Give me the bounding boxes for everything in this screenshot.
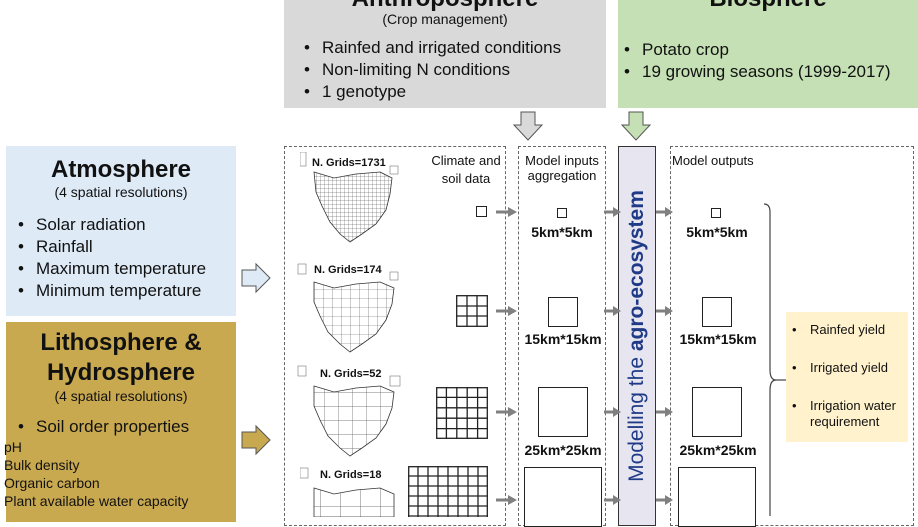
output-resolution-label: 5km*5km xyxy=(686,224,748,240)
anthroposphere-item: 1 genotype xyxy=(302,81,606,103)
grid-icon-3x3 xyxy=(456,295,488,327)
biosphere-title: Biosphere xyxy=(618,0,918,12)
grid-icon-5x5 xyxy=(436,387,488,439)
tasmania-map-174 xyxy=(297,263,399,353)
biosphere-item: 19 growing seasons (1999-2017) xyxy=(622,61,918,83)
inputs-header: Model inputs aggregation xyxy=(525,153,599,183)
arrow-right-icon xyxy=(604,207,621,217)
arrow-right-icon xyxy=(656,306,673,316)
atmosphere-item: Solar radiation xyxy=(16,214,236,236)
arrow-right-icon xyxy=(496,207,517,217)
atmosphere-list: Solar radiation Rainfall Maximum tempera… xyxy=(16,214,236,302)
lithosphere-title-line1: Lithosphere & xyxy=(40,329,202,356)
atmosphere-item: Rainfall xyxy=(16,236,236,258)
input-resolution-label: 5km*5km xyxy=(531,224,593,240)
input-square-5km xyxy=(557,208,567,218)
outputs-list: Rainfed yield Irrigated yield Irrigation… xyxy=(790,322,908,430)
anthroposphere-list: Rainfed and irrigated conditions Non-lim… xyxy=(302,37,606,103)
soil-property: Organic carbon xyxy=(4,475,100,491)
soil-properties: pH Bulk density Organic carbon Plant ava… xyxy=(4,438,236,510)
outputs-list-box: Rainfed yield Irrigated yield Irrigation… xyxy=(786,312,908,442)
lithosphere-item: Soil order properties xyxy=(16,416,236,438)
modelling-label: Modelling the agro-ecosystem xyxy=(625,190,649,482)
arrow-right-icon xyxy=(496,407,517,417)
anthroposphere-title: Anthroposphere xyxy=(284,0,606,12)
input-square-15km xyxy=(548,297,578,327)
tasmania-map-18 xyxy=(300,467,395,517)
soil-property: pH xyxy=(4,439,22,455)
output-square-25km xyxy=(692,387,742,437)
biosphere-list: Potato crop 19 growing seasons (1999-201… xyxy=(622,39,918,83)
anthroposphere-box: Anthroposphere (Crop management) Rainfed… xyxy=(284,0,606,108)
atmosphere-arrow-icon xyxy=(241,262,271,294)
modelling-label-prefix: Modelling the xyxy=(625,351,648,482)
atmosphere-item: Maximum temperature xyxy=(16,258,236,280)
arrow-right-icon xyxy=(604,306,621,316)
outputs-header: Model outputs xyxy=(672,153,754,168)
grid-label: N. Grids=18 xyxy=(320,469,382,481)
grid-label: N. Grids=174 xyxy=(314,264,382,276)
grid-label: N. Grids=1731 xyxy=(312,157,386,169)
lithosphere-arrow-icon xyxy=(241,424,271,456)
arrow-right-icon xyxy=(604,495,621,505)
output-resolution-label: 15km*15km xyxy=(679,331,757,347)
biosphere-item: Potato crop xyxy=(622,39,918,61)
lithosphere-list: Soil order properties xyxy=(16,416,236,438)
output-resolution-label: 25km*25km xyxy=(679,442,757,458)
arrow-right-icon xyxy=(656,407,673,417)
output-square-40km xyxy=(678,467,756,527)
input-square-40km xyxy=(524,467,602,527)
lithosphere-box: Lithosphere & Hydrosphere (4 spatial res… xyxy=(4,322,236,522)
biosphere-down-arrow-icon xyxy=(620,111,652,141)
anthroposphere-item: Rainfed and irrigated conditions xyxy=(302,37,606,59)
atmosphere-title: Atmosphere xyxy=(50,156,192,183)
anthroposphere-subtitle: (Crop management) xyxy=(382,11,508,27)
soil-property: Plant available water capacity xyxy=(4,493,189,509)
lithosphere-title-line2: Hydrosphere xyxy=(46,359,196,386)
lithosphere-subtitle: (4 spatial resolutions) xyxy=(54,388,188,404)
arrow-right-icon xyxy=(656,207,673,217)
atmosphere-subtitle: (4 spatial resolutions) xyxy=(54,184,188,200)
grid-icon-1x1 xyxy=(476,206,487,217)
modelling-bar: Modelling the agro-ecosystem xyxy=(618,146,656,526)
input-square-25km xyxy=(538,387,588,437)
tasmania-map-52 xyxy=(297,365,401,457)
output-item: Irrigated yield xyxy=(790,360,908,376)
output-item: Irrigation water requirement xyxy=(790,398,908,430)
output-item: Rainfed yield xyxy=(790,322,908,338)
tasmania-map-1731 xyxy=(300,152,399,243)
input-resolution-label: 25km*25km xyxy=(524,442,602,458)
atmosphere-box: Atmosphere (4 spatial resolutions) Solar… xyxy=(6,146,236,316)
climate-soil-header: Climate and soil data xyxy=(431,153,501,186)
arrow-right-icon xyxy=(604,407,621,417)
arrow-right-icon xyxy=(656,495,673,505)
output-square-5km xyxy=(711,208,721,218)
grid-icon-8x8 xyxy=(408,466,488,517)
anthroposphere-down-arrow-icon xyxy=(512,111,544,141)
arrow-right-icon xyxy=(496,495,517,505)
atmosphere-item: Minimum temperature xyxy=(16,280,236,302)
grid-label: N. Grids=52 xyxy=(320,368,382,380)
arrow-right-icon xyxy=(496,306,517,316)
anthroposphere-item: Non-limiting N conditions xyxy=(302,59,606,81)
modelling-label-bold: agro-ecosystem xyxy=(625,190,648,352)
input-resolution-label: 15km*15km xyxy=(524,331,602,347)
output-square-15km xyxy=(702,297,732,327)
biosphere-box: Biosphere Potato crop 19 growing seasons… xyxy=(618,0,918,108)
soil-property: Bulk density xyxy=(4,457,80,473)
